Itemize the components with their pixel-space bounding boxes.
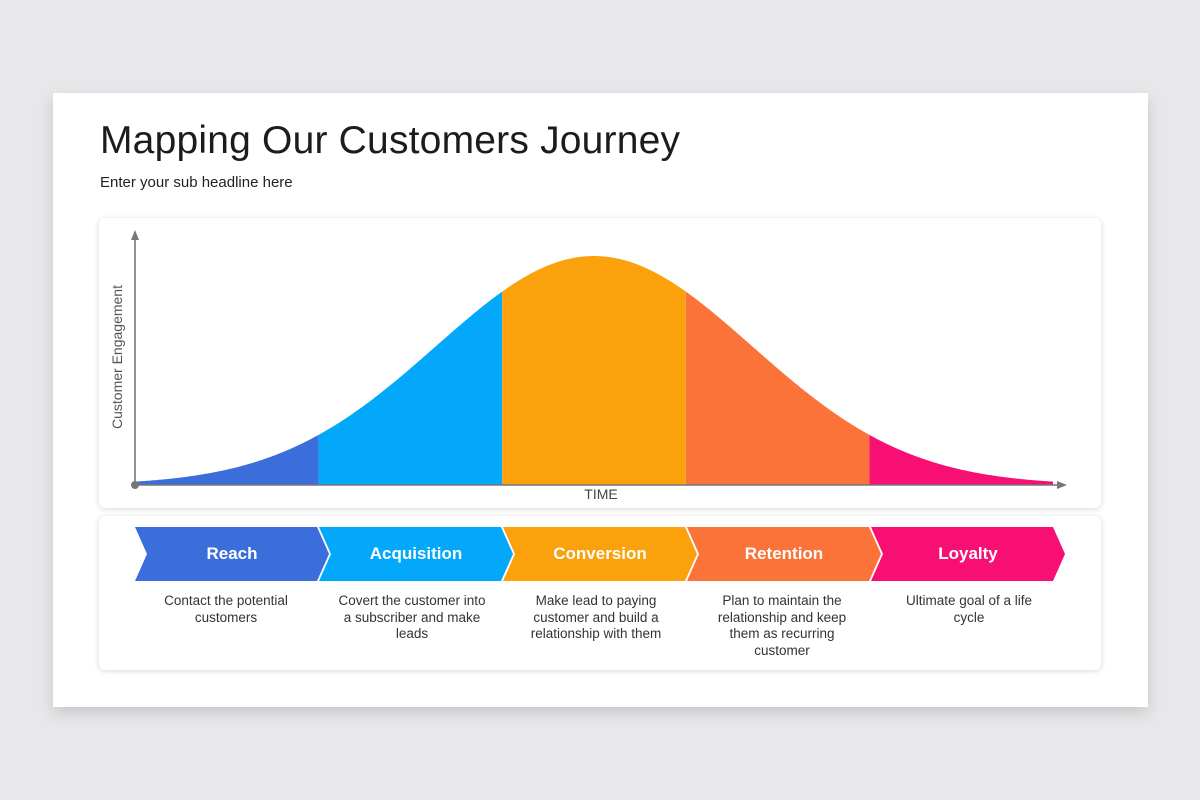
slide: Mapping Our Customers Journey Enter your… [53, 93, 1148, 707]
curve-panel: TIME Customer Engagement [99, 218, 1101, 508]
curve-segment-reach [135, 434, 319, 485]
curve-segment-conversion [502, 256, 686, 485]
chevron-shape-icon [871, 527, 1065, 581]
stage-label: Conversion [553, 544, 647, 563]
curve-segment-loyalty [869, 434, 1053, 485]
stage-label: Acquisition [369, 544, 463, 563]
y-axis-arrowhead [131, 230, 139, 240]
stage-chevron-retention: Retention [687, 527, 881, 581]
chevron-shape [135, 527, 329, 581]
chevron-shape-icon [135, 527, 329, 581]
stage-description-conversion: Make lead to paying customer and build a… [530, 593, 662, 641]
stage-description-acquisition: Covert the customer into a subscriber an… [338, 593, 486, 641]
stage-chevron-conversion: Conversion [503, 527, 697, 581]
chevron-shape-icon [503, 527, 697, 581]
chevron-shape [319, 527, 513, 581]
stage-chevron-acquisition: Acquisition [319, 527, 513, 581]
page-subtitle: Enter your sub headline here [100, 174, 293, 191]
stage-chevron-loyalty: Loyalty [871, 527, 1065, 581]
page-title: Mapping Our Customers Journey [100, 119, 681, 162]
chevron-shape [687, 527, 881, 581]
x-axis-label: TIME [584, 486, 617, 502]
stage-chevron-reach: Reach [135, 527, 329, 581]
engagement-curve-chart: TIME Customer Engagement [109, 230, 1067, 502]
stages-panel: Reach Acquisition Conversion Retention L… [99, 516, 1101, 670]
stage-description-retention: Plan to maintain the relationship and ke… [717, 593, 847, 658]
axis-origin-dot [131, 481, 139, 489]
stage-label: Loyalty [938, 544, 998, 563]
stage-label: Retention [744, 544, 824, 563]
x-axis-arrowhead [1057, 481, 1067, 489]
stage-description-reach: Contact the potential customers [164, 593, 288, 625]
chevron-shape [871, 527, 1065, 581]
chevron-shape [503, 527, 697, 581]
curve-segment-retention [685, 291, 870, 485]
chevron-shape-icon [319, 527, 513, 581]
y-axis-label: Customer Engagement [109, 285, 125, 429]
stage-label: Reach [206, 544, 258, 563]
chevron-shape-icon [687, 527, 881, 581]
stage-description-loyalty: Ultimate goal of a life cycle [905, 593, 1033, 625]
curve-segment-acquisition [318, 291, 503, 485]
